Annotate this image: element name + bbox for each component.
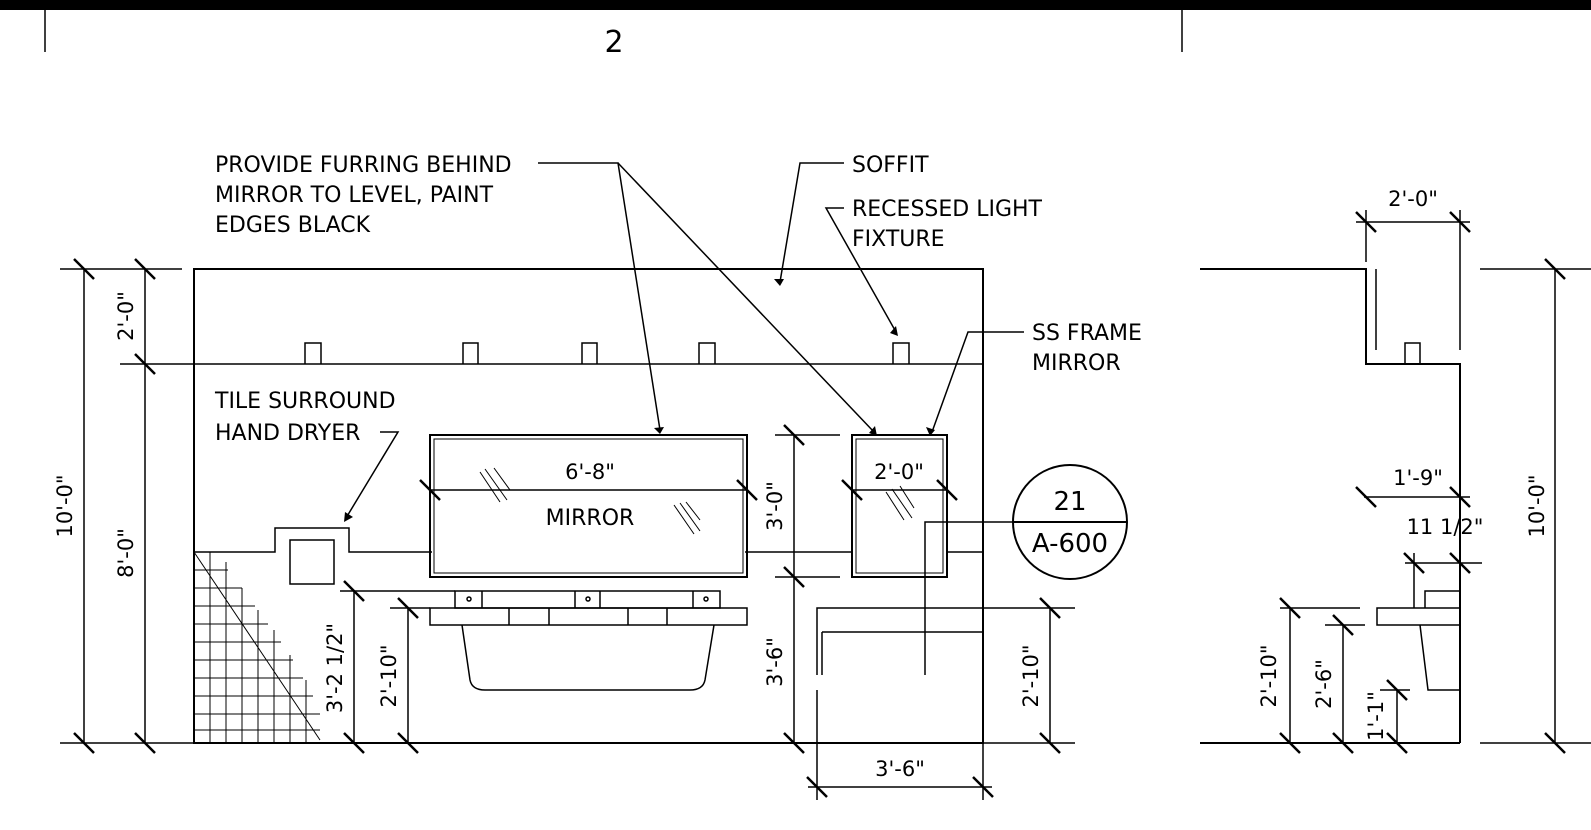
section-dimension-labels: 2'-0" 1'-9" 11 1/2" 2'-10" 2'-6" 1'-1" 1… xyxy=(1257,187,1549,741)
note-tile-line1: TILE SURROUND xyxy=(214,389,396,414)
dimension-ticks xyxy=(73,258,1061,798)
dim-total-height: 10'-0" xyxy=(53,474,77,537)
dim-section-bowl-bottom: 2'-6" xyxy=(1312,659,1336,709)
leader-arrowheads xyxy=(344,279,935,522)
dim-counter-height: 2'-10" xyxy=(377,644,401,707)
section-callout: 21 A-600 xyxy=(924,464,1128,675)
dim-mirror-width: 6'-8" xyxy=(565,460,615,484)
elevation-wall xyxy=(120,268,984,744)
recessed-light-fixtures xyxy=(304,342,910,364)
sheet-border-top xyxy=(0,0,1591,10)
note-furring-line2: MIRROR TO LEVEL, PAINT xyxy=(215,183,494,208)
note-furring-line1: PROVIDE FURRING BEHIND xyxy=(215,153,512,178)
section-dimension-lines xyxy=(1280,210,1482,743)
dim-right-counter-height: 2'-10" xyxy=(1019,644,1043,707)
section-view xyxy=(1200,268,1461,744)
dim-wall-height: 8'-0" xyxy=(114,528,138,578)
dim-section-bowl-depth: 11 1/2" xyxy=(1407,515,1484,539)
dim-section-counter-depth: 1'-9" xyxy=(1393,466,1443,490)
callout-number: 21 xyxy=(1053,487,1086,517)
mirror xyxy=(429,434,748,578)
dim-dryer-height: 3'-2 1/2" xyxy=(323,623,347,713)
dim-bench-width: 3'-6" xyxy=(875,757,925,781)
tile-surround xyxy=(193,527,983,743)
bench xyxy=(816,607,983,675)
hand-dryer xyxy=(289,539,335,585)
dim-mirror-height: 3'-0" xyxy=(763,481,787,531)
mirror-label: MIRROR xyxy=(546,506,635,531)
note-furring-line3: EDGES BLACK xyxy=(215,213,371,238)
note-soffit: SOFFIT xyxy=(852,153,929,178)
note-ss-mirror-line2: MIRROR xyxy=(1032,351,1121,376)
section-dimension-ticks xyxy=(1279,211,1471,754)
note-tile-line2: HAND DRYER xyxy=(215,421,360,446)
section-lavatory xyxy=(1376,590,1461,691)
note-light-line2: FIXTURE xyxy=(852,227,945,252)
dimension-labels: 10'-0" 2'-0" 8'-0" 6'-8" 2'-0" 3'-0" 3'-… xyxy=(53,291,1043,781)
section-right-dimension xyxy=(1480,258,1591,754)
callout-sheet: A-600 xyxy=(1032,529,1108,559)
dim-soffit-height: 2'-0" xyxy=(114,291,138,341)
detail-number: 2 xyxy=(604,25,623,60)
dim-section-soffit-width: 2'-0" xyxy=(1388,187,1438,211)
dim-section-total-height: 10'-0" xyxy=(1525,474,1549,537)
note-ss-mirror-line1: SS FRAME xyxy=(1032,321,1142,346)
dim-mirror-bottom: 3'-6" xyxy=(763,637,787,687)
notes: PROVIDE FURRING BEHIND MIRROR TO LEVEL, … xyxy=(214,153,1142,531)
ss-frame-mirror xyxy=(851,434,948,578)
dim-section-counter-height: 2'-10" xyxy=(1257,644,1281,707)
dim-small-mirror-width: 2'-0" xyxy=(874,460,924,484)
dim-section-pipe: 1'-1" xyxy=(1364,691,1388,741)
note-light-line1: RECESSED LIGHT xyxy=(852,197,1043,222)
dimension-lines xyxy=(60,268,1075,800)
leader-lines xyxy=(345,162,1024,519)
lavatory-counter xyxy=(429,590,748,691)
